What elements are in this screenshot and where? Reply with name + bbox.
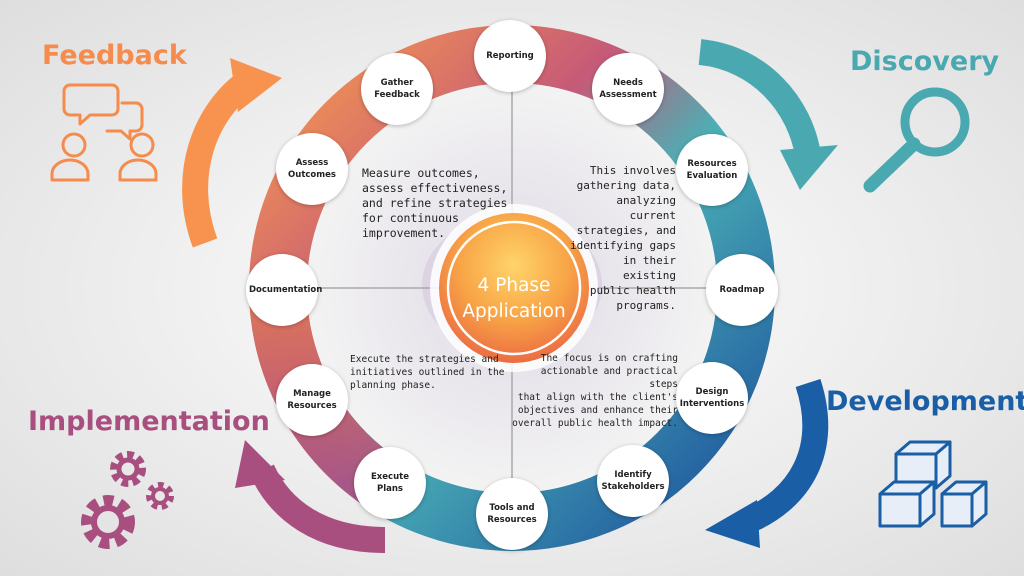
phase-label-discovery: Discovery [850, 46, 1000, 77]
quadrant-development-text: The focus is on crafting actionable and … [512, 353, 678, 429]
quadrant-implementation-text: Execute the strategies and initiatives o… [350, 354, 505, 391]
center-circle [439, 213, 589, 363]
discovery-arrow [698, 39, 821, 158]
cubes-icon [878, 440, 988, 528]
implementation-arrow [250, 464, 386, 553]
gears-icon [81, 451, 174, 549]
phase-label-implementation: Implementation [28, 406, 270, 437]
magnifier-icon [863, 87, 970, 193]
step-node-execute-plans: Execute Plans [354, 447, 426, 519]
step-node-tools-and-resources: Tools and Resources [476, 478, 548, 550]
discovery-arrow-head [780, 145, 838, 190]
phase-label-development: Development [826, 386, 1024, 417]
feedback-arrow-head [230, 58, 282, 112]
step-node-resources-evaluation: Resources Evaluation [676, 134, 748, 206]
development-arrow [739, 378, 829, 535]
development-arrow-head [705, 500, 760, 548]
step-node-documentation: Documentation [246, 254, 322, 326]
phase-label-feedback: Feedback [42, 40, 187, 71]
step-node-roadmap: Roadmap [706, 254, 778, 326]
conversation-icon [50, 83, 158, 182]
step-node-manage-resources: Manage Resources [276, 364, 348, 436]
step-node-identify-stakeholders: Identify Stakeholders [597, 445, 669, 517]
step-node-assess-outcomes: Assess Outcomes [276, 133, 348, 205]
quadrant-discovery-text: This involves gathering data, analyzing … [570, 164, 676, 312]
step-node-gather-feedback: Gather Feedback [361, 53, 433, 125]
center-title: 4 Phase Application [462, 275, 566, 322]
implementation-arrow-head [235, 440, 285, 488]
step-node-reporting: Reporting [474, 20, 546, 92]
center-inner-ring [446, 220, 582, 356]
quadrant-feedback-text: Measure outcomes, assess effectiveness, … [362, 166, 508, 240]
step-node-design-interventions: Design Interventions [676, 362, 748, 434]
step-node-needs-assessment: Needs Assessment [592, 53, 664, 125]
feedback-arrow [182, 69, 258, 248]
